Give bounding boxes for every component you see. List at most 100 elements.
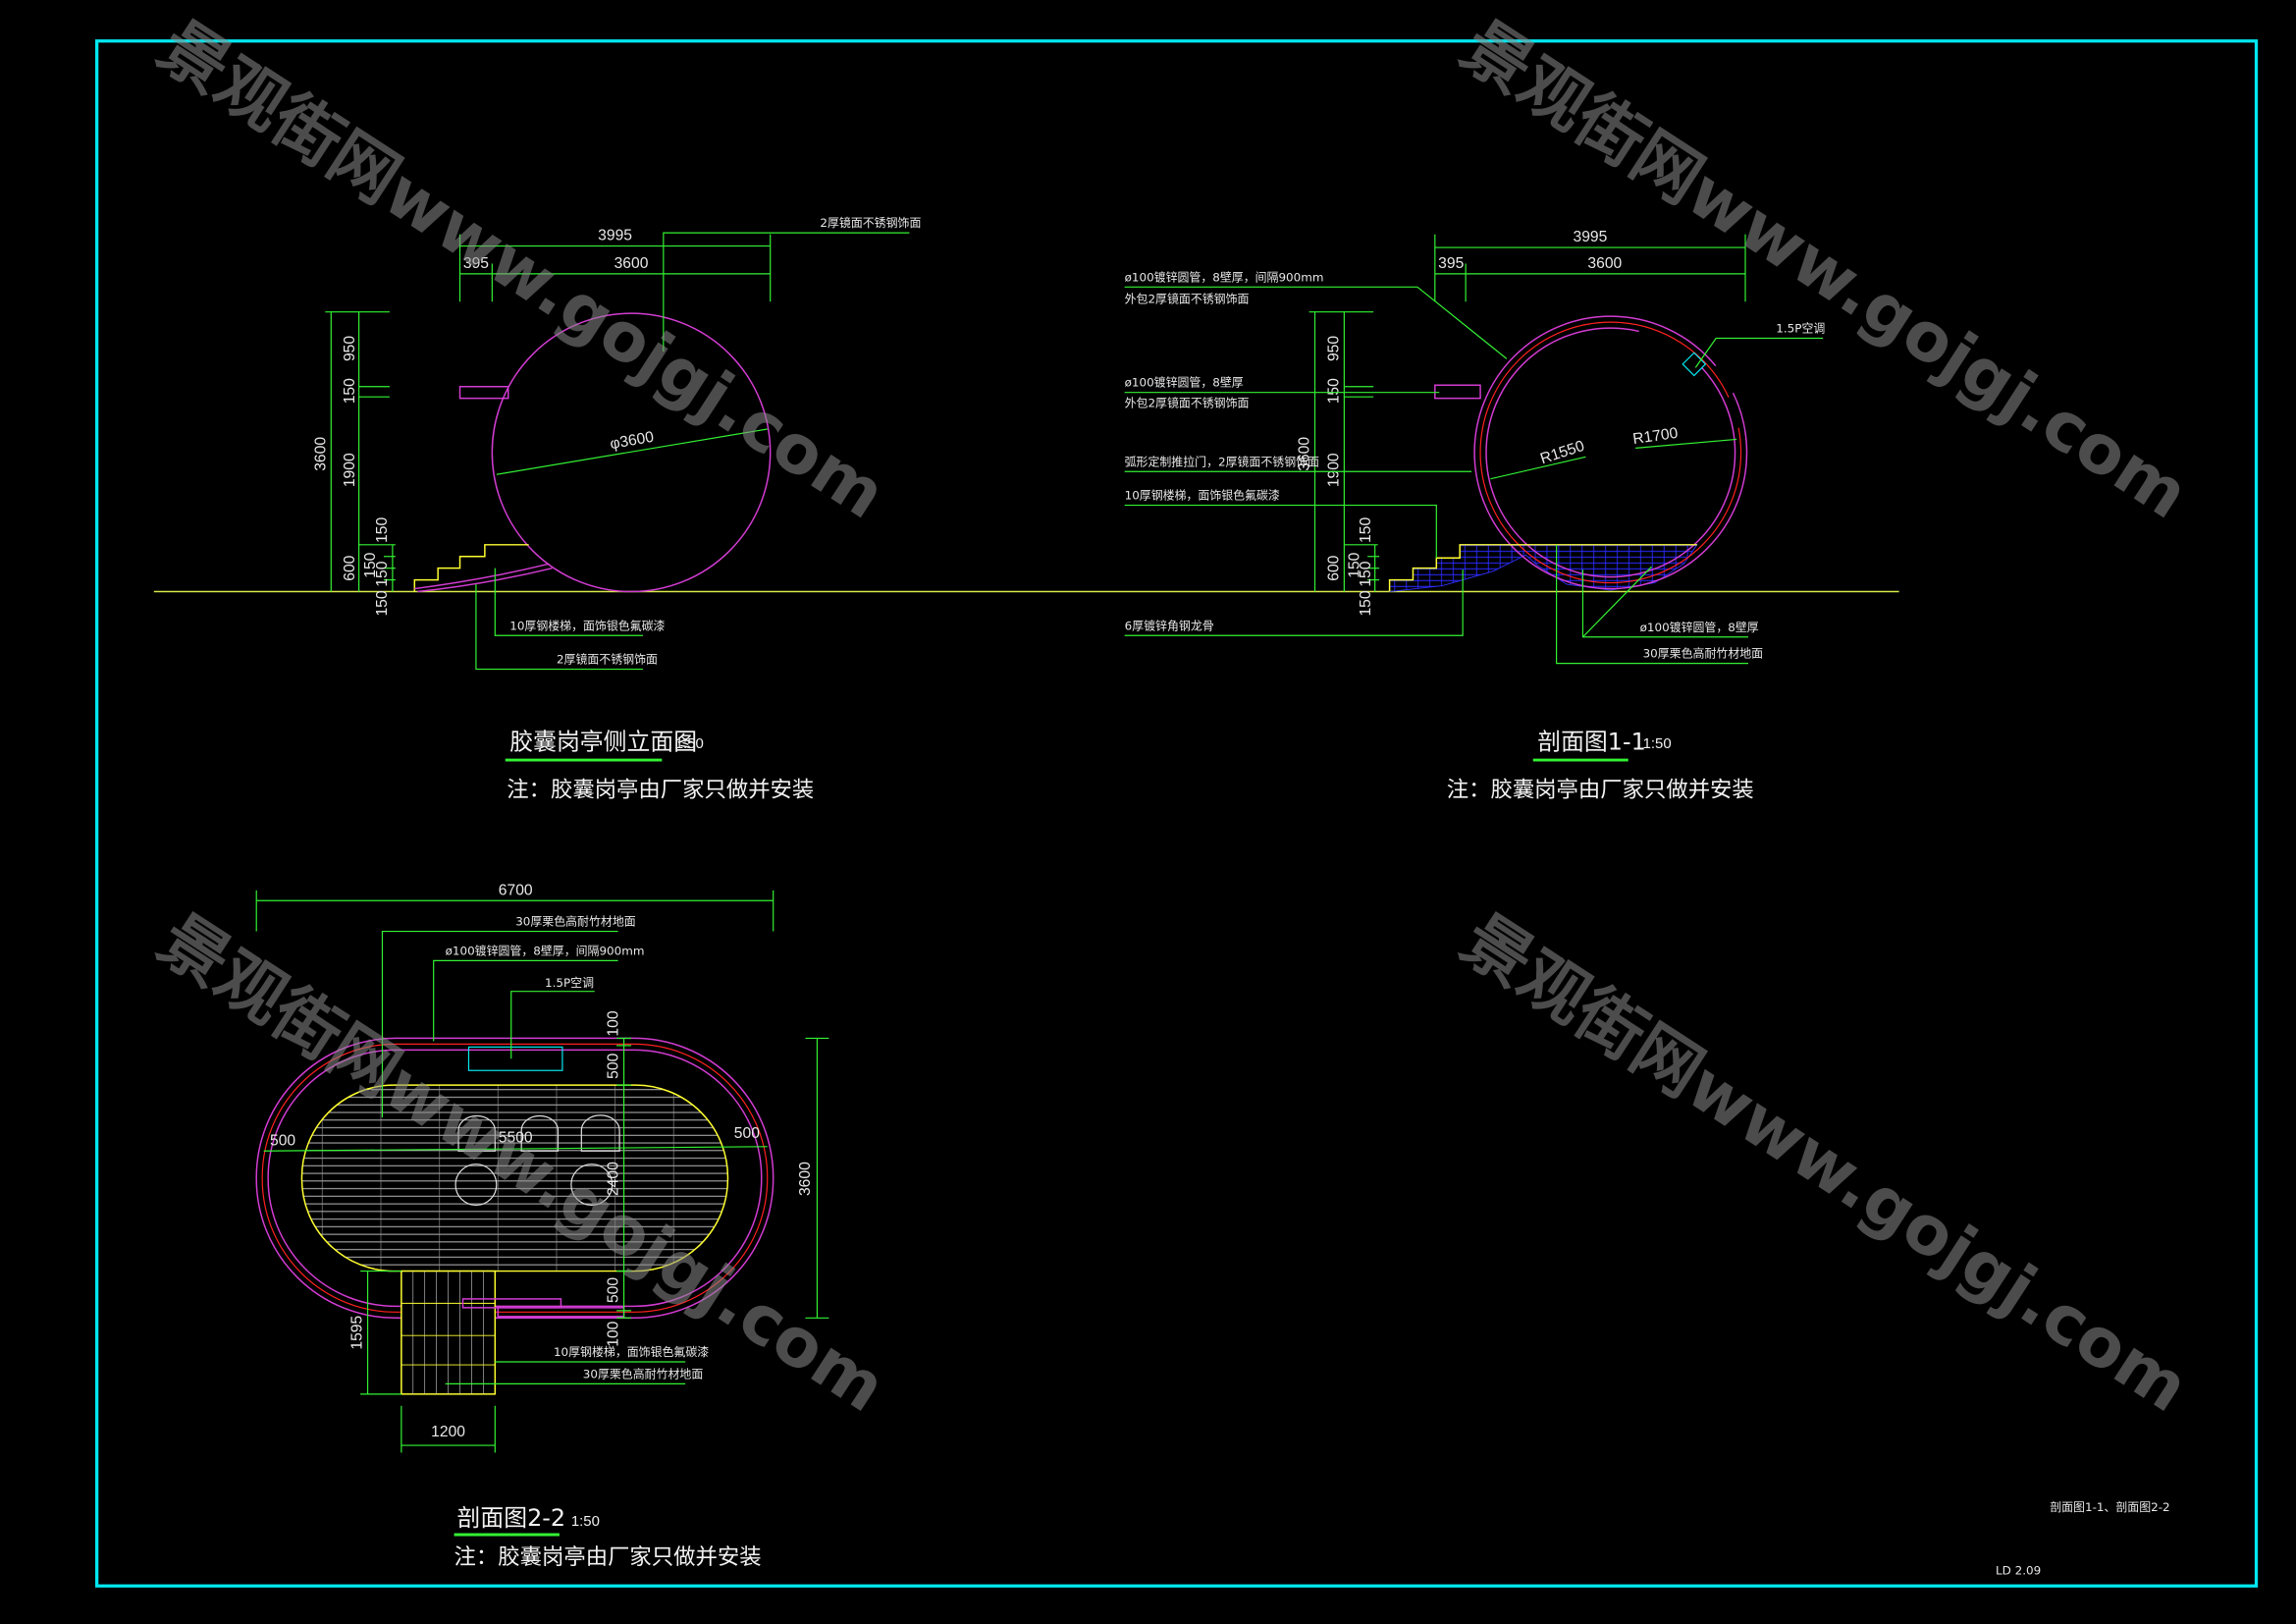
dim-1200: 1200 [431,1424,465,1440]
dim-950: 950 [1325,336,1342,361]
sheet-number: LD 2.09 [1996,1563,2041,1577]
dim-3995: 3995 [598,228,632,244]
chair-icon [580,1114,620,1152]
label-door: 弧形定制推拉门，2厚镜面不锈钢饰面 [1125,455,1319,468]
section-1-1-view: 3995 395 3600 3600 950 150 1900 600 150 … [1124,229,1825,802]
radius-1700-line [1635,438,1737,449]
horizontal-dimensions: 3995 395 3600 [458,228,772,302]
dim-3600-height: 3600 [1297,437,1313,471]
view-title: 剖面图2-2 [457,1504,566,1532]
inner-floor-outline [300,1084,729,1272]
dim-1900: 1900 [1325,453,1342,487]
dim-150-c: 150 [1358,561,1374,586]
dim-3600-height: 3600 [312,437,329,471]
leader-pipe [433,959,618,1042]
label-pipe-bottom: ø100镀锌圆管，8壁厚 [1640,621,1759,634]
leader-angle-steel [1124,569,1464,636]
stool-icon [570,1164,614,1207]
drawing-frame [95,39,2259,1588]
stool-icon [454,1164,498,1207]
label-angle-steel: 6厚镀锌角钢龙骨 [1125,619,1214,632]
label-floor-top: 30厚栗色高耐竹材地面 [515,915,636,929]
stair-profile [1388,544,1697,592]
view-scale: 1:50 [1643,736,1672,752]
dim-3600: 3600 [614,255,649,272]
view-title: 剖面图1-1 [1537,729,1646,756]
shell-outer [1473,315,1748,590]
chair-icon [520,1114,560,1152]
capsule-shell [491,312,772,593]
label-pipe-canopy: ø100镀锌圆管，8壁厚 [1125,376,1244,390]
view-scale: 1:50 [571,1514,600,1530]
entrance-stair [400,1270,625,1395]
dim-3600: 3600 [797,1162,814,1196]
label-stair: 10厚钢楼梯，面饰银色氟碳漆 [509,619,665,632]
label-stair-floor: 30厚栗色高耐竹材地面 [583,1367,704,1380]
leader-floor-top [381,930,618,1117]
dim-500-left: 500 [270,1132,295,1149]
leader-pipe-spaced [1124,286,1508,359]
view-scale: 1:50 [675,736,704,752]
leader-pipe-bottom-diag [1582,566,1652,638]
radius-1550-line [1490,456,1586,480]
label-top-finish: 2厚镜面不锈钢饰面 [820,216,921,230]
leader-ac [1694,337,1824,368]
dim-150-a: 150 [374,517,391,543]
label-bottom-finish: 2厚镜面不锈钢饰面 [557,653,658,667]
floor-hatch [301,1085,728,1272]
dim-395: 395 [1438,255,1464,272]
dim-600: 600 [1325,555,1342,580]
shell-red [261,1043,769,1313]
dim-2400: 2400 [606,1162,622,1196]
dim-150-d: 150 [1358,590,1374,616]
dim-500-right: 500 [734,1125,760,1142]
leader-top-finish [663,232,910,352]
dim-150-b: 150 [1346,552,1362,577]
shell-outer [255,1037,774,1320]
vertical-dimensions: 3600 950 150 1900 600 150 150 150 150 [312,311,396,617]
label-ac: 1.5P空调 [1776,322,1825,336]
dim-950: 950 [342,336,358,361]
stair-profile [413,544,529,592]
watermark-text: 景观街网www.gojgj.com [145,900,899,1429]
shell-inner [267,1049,763,1308]
dim-1900: 1900 [342,453,358,487]
dim-r1700: R1700 [1631,425,1679,448]
dim-150-b: 150 [362,552,379,577]
horizontal-dimensions: 3995 395 3600 [1434,229,1746,302]
label-pipe-spaced: ø100镀锌圆管，8壁厚，间隔900mm [1125,270,1324,284]
dim-600: 600 [342,555,358,580]
leader-floor [1556,544,1748,665]
label-pipe-spaced-wrap: 外包2厚镜面不锈钢饰面 [1125,293,1250,306]
section-2-2-view: 6700 500 5500 500 100 500 2400 500 100 3… [255,882,829,1570]
view-title: 胶囊岗亭侧立面图 [509,729,697,756]
dim-r1550: R1550 [1538,438,1586,468]
sheet-title: 剖面图1-1、剖面图2-2 [2050,1500,2169,1514]
dim-150-canopy: 150 [1325,378,1342,404]
dim-100-bottom: 100 [606,1321,622,1346]
label-pipe-canopy-wrap: 外包2厚镜面不锈钢饰面 [1125,397,1250,410]
label-floor: 30厚栗色高耐竹材地面 [1643,647,1764,661]
dim-5500: 5500 [499,1129,533,1146]
dim-6700: 6700 [499,882,533,898]
shell-red [1479,321,1742,584]
watermark-text: 景观街网www.gojgj.com [145,7,899,535]
view-note: 注：胶囊岗亭由厂家只做并安装 [454,1544,762,1570]
dim-395: 395 [463,255,489,272]
chairs [454,1114,620,1207]
dim-1595: 1595 [349,1316,366,1350]
label-ac: 1.5P空调 [545,976,594,990]
watermark-text: 景观街网www.gojgj.com [1448,900,2202,1429]
stair-stringer [414,563,553,593]
dim-500-top: 500 [606,1053,622,1078]
diameter-line [496,428,768,475]
dim-100-top: 100 [606,1010,622,1036]
dim-3600: 3600 [1587,255,1622,272]
dim-150-d: 150 [374,590,391,616]
shell-inner [1485,327,1736,578]
view-note: 注：胶囊岗亭由厂家只做并安装 [1447,777,1754,802]
leader-bottom-finish [475,584,643,671]
leader-ac [510,991,595,1059]
label-pipe: ø100镀锌圆管，8壁厚，间隔900mm [446,944,645,957]
